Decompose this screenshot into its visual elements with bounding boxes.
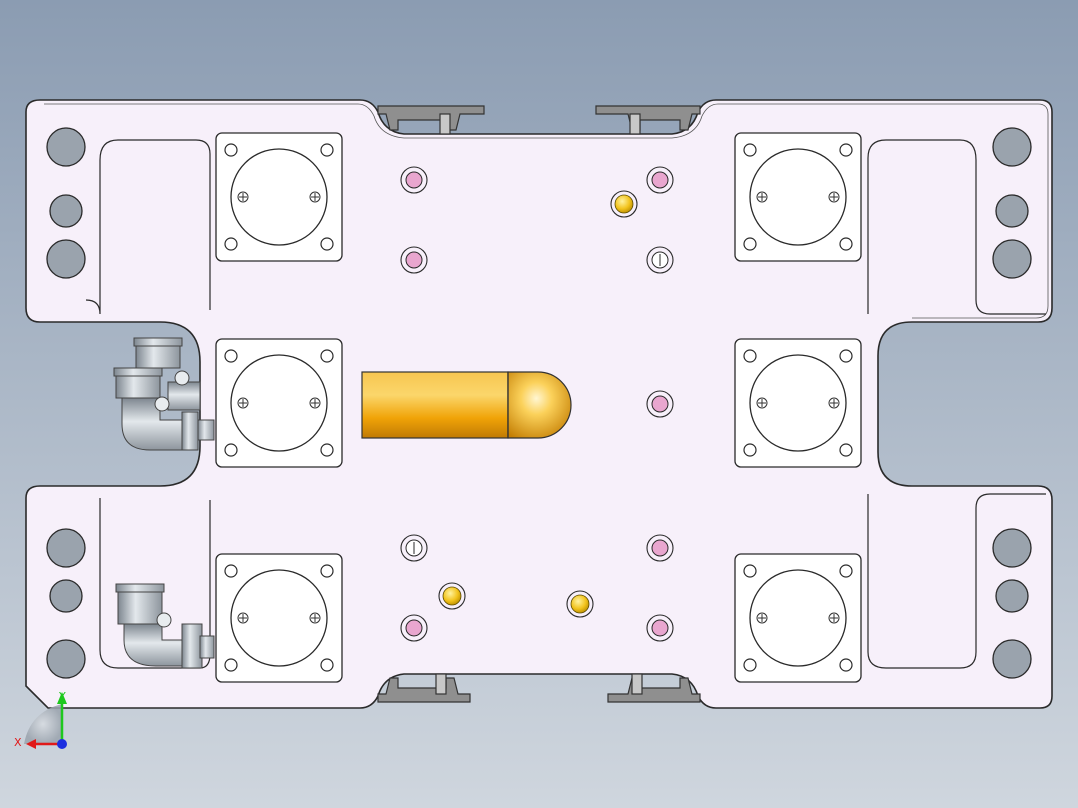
flange-bolt-hole <box>839 349 853 363</box>
left-edge-holes <box>46 127 86 679</box>
mount-hole <box>992 528 1032 568</box>
bottom-clips <box>377 673 701 703</box>
top-clips <box>377 105 701 135</box>
mount-hole <box>992 239 1032 279</box>
right-lower-slot <box>867 493 1046 669</box>
flange-bolt-hole <box>839 564 853 578</box>
flange-bolt-hole <box>743 143 757 157</box>
flange-bolt-hole <box>320 658 334 672</box>
left-lower-slot <box>99 498 211 669</box>
right-upper-slot <box>867 139 1046 315</box>
flange-bolt-hole <box>224 237 238 251</box>
flange-bolt-hole <box>224 564 238 578</box>
flange-bolt-hole <box>320 564 334 578</box>
mount-hole <box>46 639 86 679</box>
motor-flange-1[interactable] <box>215 132 343 262</box>
cylinder-rounded-cap <box>507 371 572 439</box>
flange-bolt-hole <box>224 658 238 672</box>
dowel-pin <box>646 534 674 562</box>
mount-hole <box>995 579 1029 613</box>
mount-hole <box>992 127 1032 167</box>
mount-hole <box>49 194 83 228</box>
motor-flanges[interactable] <box>215 132 862 683</box>
flange-bolt-hole <box>743 349 757 363</box>
cylinder-body <box>361 371 509 439</box>
dowel-pin <box>646 246 674 274</box>
dowel-pin <box>646 390 674 418</box>
air-fitting-upper[interactable] <box>113 337 215 451</box>
locating-pin-yellow <box>610 190 638 218</box>
locating-pins-pink <box>400 166 674 642</box>
screw-head-icon <box>828 612 840 624</box>
screw-head-icon <box>309 612 321 624</box>
locating-pin-yellow <box>566 590 594 618</box>
screw-head-icon <box>237 397 249 409</box>
flange-bolt-hole <box>839 237 853 251</box>
dowel-pin <box>646 614 674 642</box>
locating-pin-yellow <box>438 582 466 610</box>
flange-bolt-hole <box>743 443 757 457</box>
flange-bolt-hole <box>743 658 757 672</box>
flange-bolt-hole <box>320 237 334 251</box>
flange-bolt-hole <box>320 443 334 457</box>
flange-bolt-hole <box>839 443 853 457</box>
axis-x-label: X <box>14 736 22 749</box>
screw-head-icon <box>756 191 768 203</box>
screw-head-icon <box>828 397 840 409</box>
locating-pins-yellow <box>438 190 638 618</box>
flange-bolt-hole <box>320 143 334 157</box>
pneumatic-cylinder[interactable] <box>361 371 572 439</box>
right-edge-holes <box>992 127 1032 679</box>
motor-flange-5[interactable] <box>734 338 862 468</box>
flange-bolt-hole <box>743 237 757 251</box>
flange-bolt-hole <box>224 143 238 157</box>
motor-flange-3[interactable] <box>215 553 343 683</box>
flange-bolt-hole <box>839 143 853 157</box>
base-plate-inner-edge <box>44 103 1049 319</box>
dowel-pin <box>400 534 428 562</box>
screw-head-icon <box>309 397 321 409</box>
axis-y-label: Y <box>58 690 66 703</box>
screw-head-icon <box>237 191 249 203</box>
mount-hole <box>49 579 83 613</box>
motor-flange-6[interactable] <box>734 553 862 683</box>
screw-head-icon <box>756 397 768 409</box>
left-upper-slot <box>85 139 211 315</box>
air-fitting-lower[interactable] <box>115 583 215 669</box>
mount-hole <box>46 239 86 279</box>
dowel-pin <box>400 614 428 642</box>
flange-bolt-hole <box>743 564 757 578</box>
screw-head-icon <box>828 191 840 203</box>
motor-flange-2[interactable] <box>215 338 343 468</box>
axis-triad-icon[interactable]: Y X <box>14 690 67 749</box>
flange-bolt-hole <box>839 658 853 672</box>
mount-hole <box>46 528 86 568</box>
flange-bolt-hole <box>224 443 238 457</box>
dowel-pin <box>646 166 674 194</box>
flange-bolt-hole <box>320 349 334 363</box>
motor-flange-4[interactable] <box>734 132 862 262</box>
dowel-pin <box>400 166 428 194</box>
mount-hole <box>992 639 1032 679</box>
screw-head-icon <box>756 612 768 624</box>
flange-bolt-hole <box>224 349 238 363</box>
screw-head-icon <box>237 612 249 624</box>
dowel-pin <box>400 246 428 274</box>
mount-hole <box>995 194 1029 228</box>
mount-hole <box>46 127 86 167</box>
screw-head-icon <box>309 191 321 203</box>
